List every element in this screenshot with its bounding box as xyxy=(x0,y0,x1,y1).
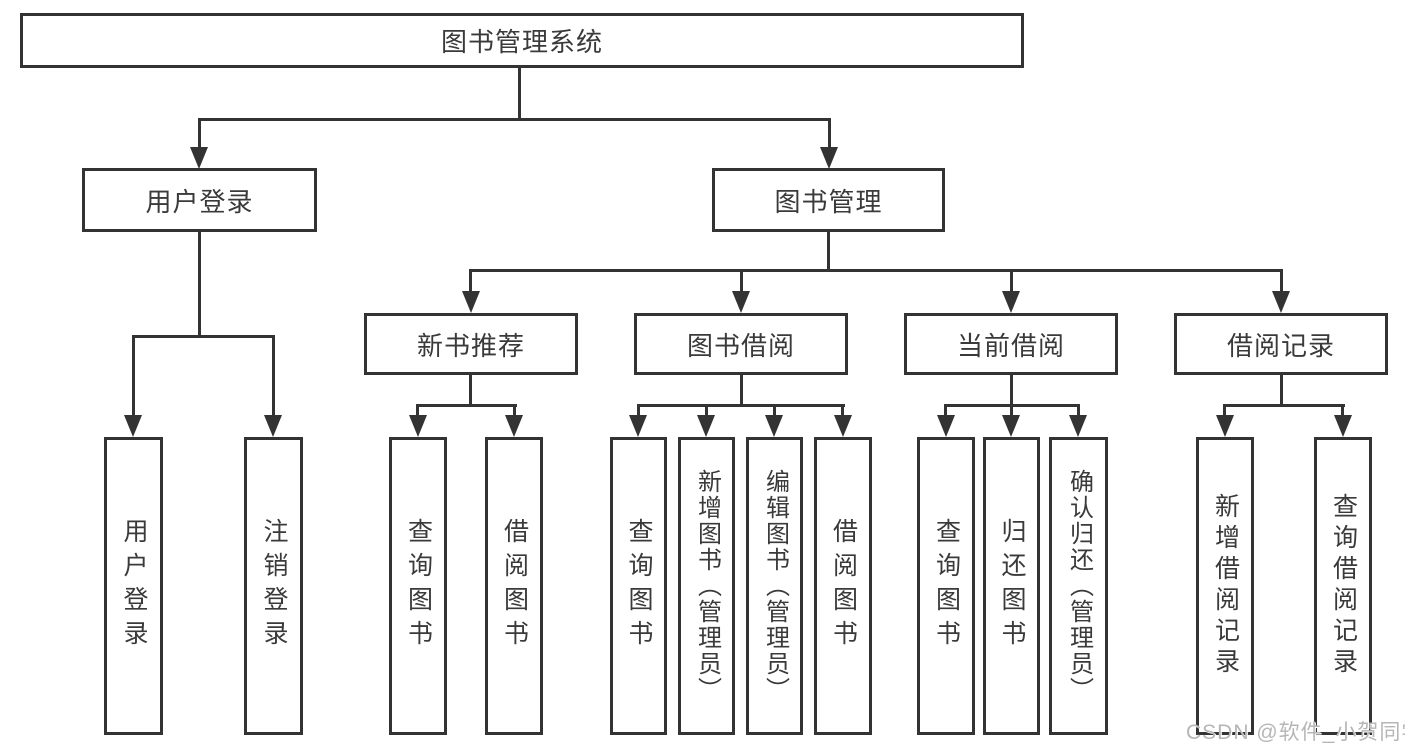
node-label: 编辑图书（管理员） xyxy=(761,469,789,703)
leaf-confirm-return-admin: 确认归还（管理员） xyxy=(1049,437,1108,735)
node-label: 图书借阅 xyxy=(686,330,795,361)
arrowhead-down-icon xyxy=(264,415,282,437)
node-label: 新增借阅记录 xyxy=(1211,493,1240,679)
node-label: 用户登录 xyxy=(120,518,148,654)
node-label: 查询图书 xyxy=(932,518,961,654)
connector-line xyxy=(416,404,419,417)
node-label: 查询图书 xyxy=(625,518,653,654)
connector-line xyxy=(740,375,743,407)
connector-line xyxy=(1223,404,1226,417)
arrowhead-down-icon xyxy=(462,291,480,313)
connector-line xyxy=(827,232,830,272)
arrowhead-down-icon xyxy=(820,147,838,169)
connector-line xyxy=(637,404,640,417)
connector-line xyxy=(518,68,521,121)
connector-line xyxy=(1010,269,1013,295)
node-library-management-system: 图书管理系统 xyxy=(20,13,1024,68)
connector-line xyxy=(1010,404,1013,417)
node-current-borrowing: 当前借阅 xyxy=(904,313,1118,375)
node-label: 查询借阅记录 xyxy=(1329,493,1358,679)
connector-line xyxy=(1280,269,1283,295)
connector-line xyxy=(1077,404,1080,417)
leaf-borrow-books-recommend: 借阅图书 xyxy=(485,437,543,735)
connector-line xyxy=(841,404,844,417)
arrowhead-down-icon xyxy=(505,415,523,437)
node-label: 借阅记录 xyxy=(1226,330,1335,361)
leaf-add-borrow-record: 新增借阅记录 xyxy=(1196,437,1254,735)
arrowhead-down-icon xyxy=(1002,291,1020,313)
arrowhead-down-icon xyxy=(1002,415,1020,437)
node-label: 新增图书（管理员） xyxy=(693,469,721,703)
connector-line xyxy=(416,404,517,407)
arrowhead-down-icon xyxy=(124,415,142,437)
leaf-add-books-admin: 新增图书（管理员） xyxy=(678,437,735,735)
arrowhead-down-icon xyxy=(190,147,208,169)
arrowhead-down-icon xyxy=(1069,415,1087,437)
node-label: 确认归还（管理员） xyxy=(1065,469,1093,703)
connector-line xyxy=(132,335,275,338)
node-label: 注销登录 xyxy=(260,518,288,654)
connector-line xyxy=(198,118,201,148)
connector-line xyxy=(705,404,708,417)
arrowhead-down-icon xyxy=(834,415,852,437)
node-label: 用户登录 xyxy=(145,186,254,217)
arrowhead-down-icon xyxy=(937,415,955,437)
node-book-borrowing: 图书借阅 xyxy=(634,313,848,375)
node-label: 图书管理系统 xyxy=(440,27,603,57)
connector-line xyxy=(740,269,743,295)
connector-line xyxy=(272,335,275,417)
connector-line xyxy=(637,404,845,407)
node-borrowing-records: 借阅记录 xyxy=(1174,313,1388,375)
node-new-book-recommend: 新书推荐 xyxy=(364,313,578,375)
arrowhead-down-icon xyxy=(1334,415,1352,437)
connector-line xyxy=(1010,375,1013,407)
arrowhead-down-icon xyxy=(409,415,427,437)
arrowhead-down-icon xyxy=(629,415,647,437)
leaf-user-login: 用户登录 xyxy=(104,437,163,735)
node-label: 归还图书 xyxy=(998,518,1026,654)
node-label: 借阅图书 xyxy=(500,518,529,654)
leaf-query-books-current: 查询图书 xyxy=(917,437,975,735)
arrowhead-down-icon xyxy=(732,291,750,313)
connector-line xyxy=(944,404,947,417)
connector-line xyxy=(1341,404,1344,417)
connector-line xyxy=(132,335,135,417)
arrowhead-down-icon xyxy=(1272,291,1290,313)
connector-line xyxy=(1280,375,1283,407)
connector-line xyxy=(1223,404,1345,407)
connector-line xyxy=(773,404,776,417)
leaf-query-books-recommend: 查询图书 xyxy=(389,437,447,735)
node-label: 查询图书 xyxy=(404,518,433,654)
connector-line xyxy=(469,375,472,407)
leaf-edit-books-admin: 编辑图书（管理员） xyxy=(746,437,803,735)
connector-line xyxy=(469,269,1283,272)
leaf-logout: 注销登录 xyxy=(244,437,303,735)
node-book-management: 图书管理 xyxy=(712,168,945,232)
connector-line xyxy=(513,404,516,417)
connector-line xyxy=(198,232,201,338)
arrowhead-down-icon xyxy=(765,415,783,437)
connector-line xyxy=(828,118,831,148)
leaf-query-borrow-record: 查询借阅记录 xyxy=(1314,437,1372,735)
node-label: 借阅图书 xyxy=(829,518,858,654)
node-label: 新书推荐 xyxy=(416,330,525,361)
csdn-watermark: CSDN @软件_小贺同学 xyxy=(1186,721,1405,744)
node-label: 当前借阅 xyxy=(956,330,1065,361)
leaf-query-books-borrowing: 查询图书 xyxy=(610,437,667,735)
leaf-return-books: 归还图书 xyxy=(983,437,1040,735)
arrowhead-down-icon xyxy=(1216,415,1234,437)
arrowhead-down-icon xyxy=(697,415,715,437)
node-user-login: 用户登录 xyxy=(82,168,317,232)
connector-line xyxy=(198,118,831,121)
node-label: 图书管理 xyxy=(774,186,883,217)
connector-line xyxy=(469,269,472,295)
leaf-borrow-books: 借阅图书 xyxy=(814,437,872,735)
